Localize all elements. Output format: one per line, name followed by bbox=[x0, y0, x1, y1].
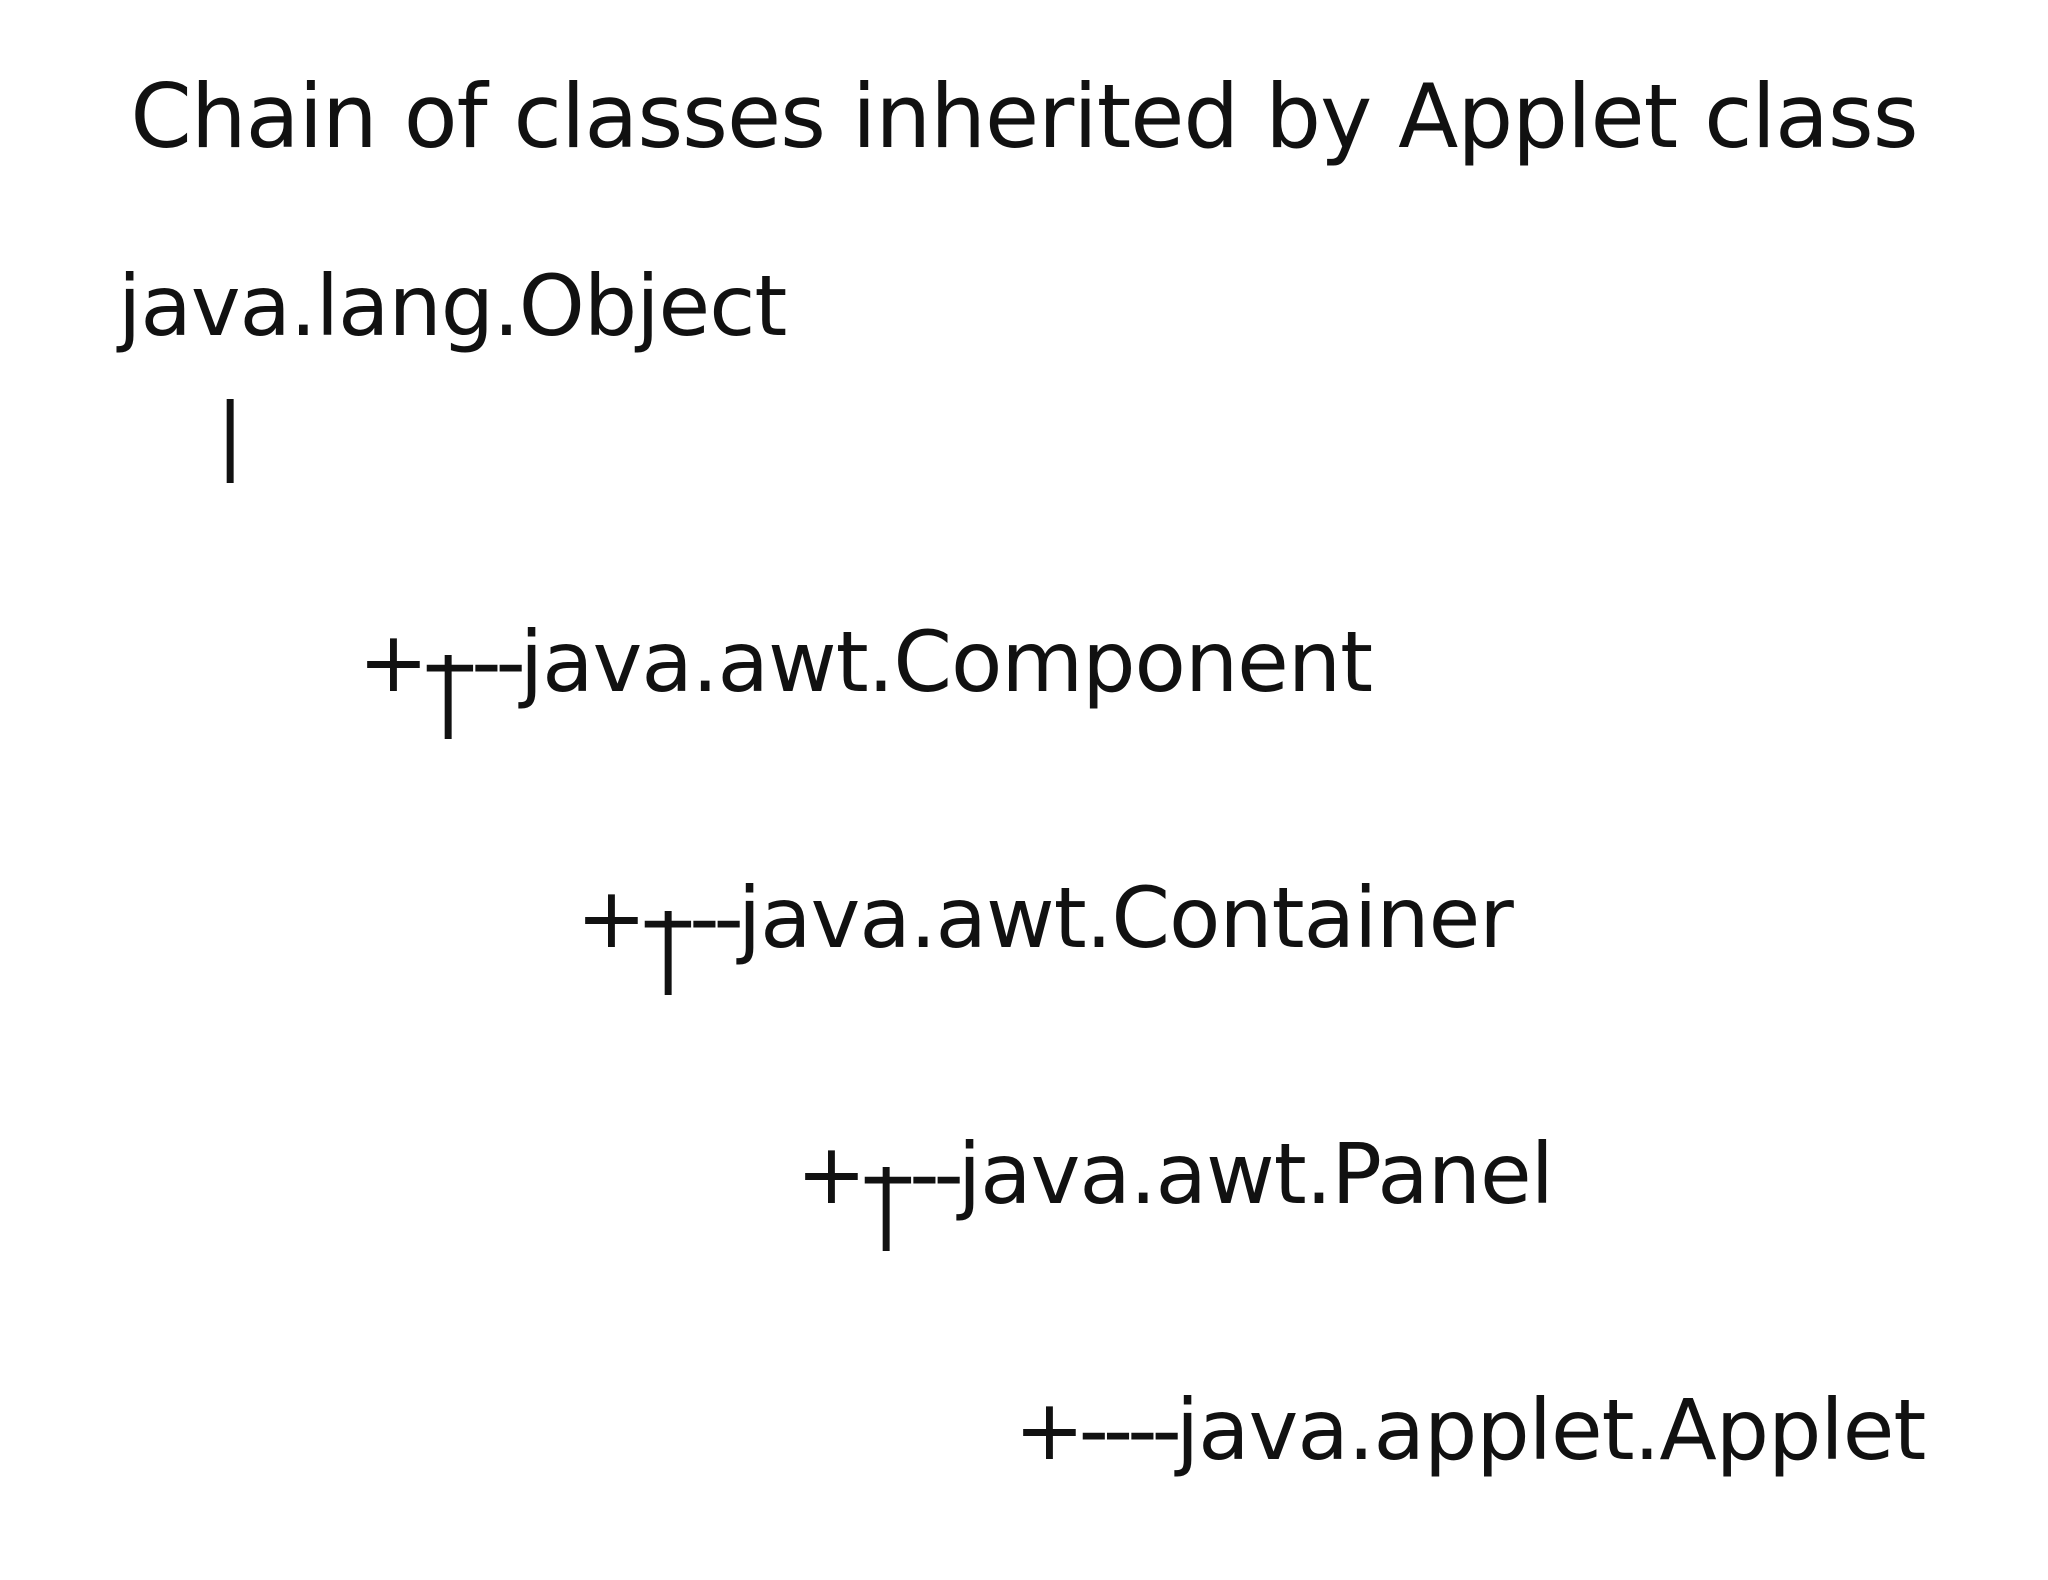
hierarchy-node-component: +----java.awt.Component bbox=[204, 512, 1373, 812]
slide: Chain of classes inherited by Applet cla… bbox=[118, 65, 1927, 1479]
class-hierarchy: java.lang.Object | +----java.awt.Compone… bbox=[118, 257, 1926, 1479]
branch-connector-1: +---- bbox=[358, 613, 526, 711]
branch-connector-3: +---- bbox=[796, 1125, 964, 1223]
slide-title: Chain of classes inherited by Applet cla… bbox=[130, 65, 1918, 168]
class-name-applet: java.applet.Applet bbox=[1175, 1381, 1927, 1479]
hierarchy-node-applet: +----java.applet.Applet bbox=[860, 1280, 1927, 1580]
class-name-container: java.awt.Container bbox=[737, 869, 1514, 967]
branch-connector-4: +---- bbox=[1014, 1381, 1182, 1479]
hierarchy-node-container: +----java.awt.Container bbox=[422, 768, 1514, 1068]
connector-pipe-2: | bbox=[434, 641, 462, 739]
connector-pipe-3: | bbox=[654, 897, 682, 995]
hierarchy-root: java.lang.Object bbox=[118, 257, 787, 355]
class-name-component: java.awt.Component bbox=[519, 613, 1373, 711]
hierarchy-node-panel: +----java.awt.Panel bbox=[642, 1024, 1554, 1324]
class-name-panel: java.awt.Panel bbox=[957, 1125, 1554, 1223]
connector-pipe-1: | bbox=[216, 385, 244, 483]
connector-pipe-4: | bbox=[872, 1153, 900, 1251]
branch-connector-2: +---- bbox=[576, 869, 744, 967]
